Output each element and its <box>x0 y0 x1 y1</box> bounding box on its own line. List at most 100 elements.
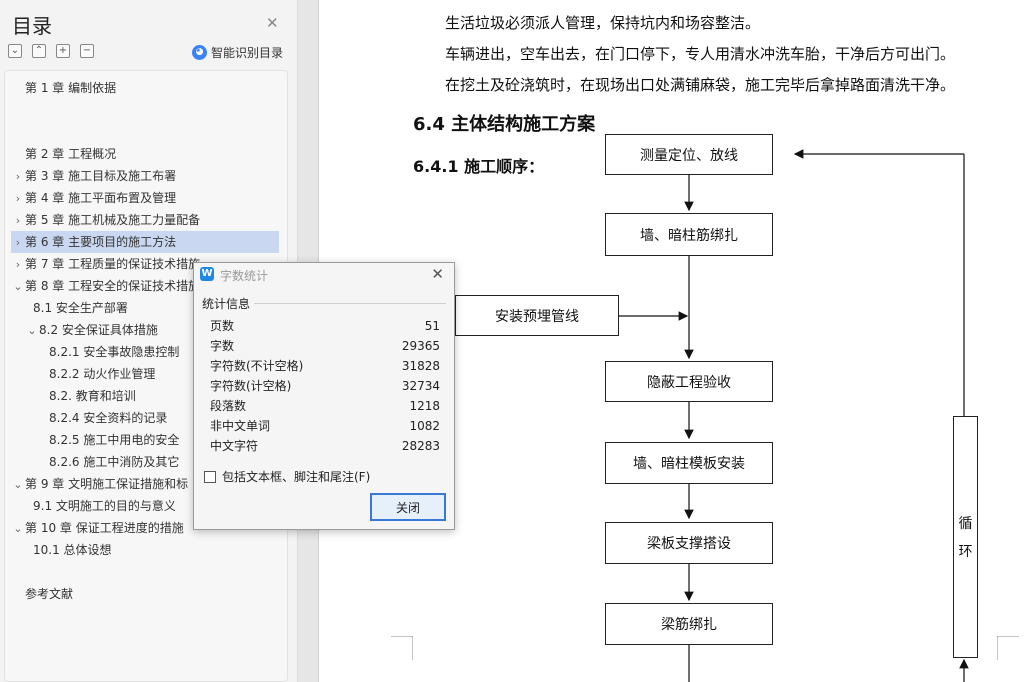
loop-char: 循 <box>958 516 973 532</box>
toc-item-label: 第 7 章 工程质量的保证技术措施 <box>25 257 201 271</box>
dialog-title: 字数统计 <box>220 269 269 283</box>
section-heading: 6.4 主体结构施工方案 <box>413 114 596 135</box>
add-heading-icon[interactable]: + <box>56 44 70 58</box>
stat-value: 1082 <box>409 419 440 433</box>
flow-step-box: 墙、暗柱模板安装 <box>605 442 773 484</box>
dialog-titlebar[interactable]: W 字数统计 ✕ <box>194 263 454 287</box>
stat-row: 非中文单词 1082 <box>210 416 440 436</box>
toc-item-label: 10.1 总体设想 <box>33 543 112 557</box>
toc-item[interactable]: 8.2.5 施工中用电的安全 <box>11 429 279 451</box>
chevron-down-icon[interactable]: ⌄ <box>13 522 23 535</box>
sidebar-close-icon[interactable]: ✕ <box>266 14 279 32</box>
flowchart-connectors <box>619 149 969 682</box>
toc-item[interactable]: 参考文献 <box>11 583 279 605</box>
remove-heading-icon[interactable]: − <box>80 44 94 58</box>
toc-item[interactable]: › 第 7 章 工程质量的保证技术措施 <box>11 253 279 275</box>
checkbox-label: 包括文本框、脚注和尾注(F) <box>222 470 371 484</box>
chevron-down-icon[interactable]: ⌄ <box>13 280 23 293</box>
chevron-right-icon[interactable]: › <box>15 192 21 205</box>
toc-item[interactable]: 8.2.4 安全资料的记录 <box>11 407 279 429</box>
stat-label: 段落数 <box>210 399 247 413</box>
sidebar-title: 目录 <box>12 14 52 38</box>
toc-item[interactable]: 8.2. 教育和培训 <box>11 385 279 407</box>
stat-label: 非中文单词 <box>210 419 271 433</box>
toc-item[interactable]: › 第 3 章 施工目标及施工布署 <box>11 165 279 187</box>
body-paragraph: 生活垃圾必须派人管理，保持坑内和场容整洁。 <box>445 14 761 32</box>
chevron-down-icon[interactable]: ⌄ <box>27 324 37 337</box>
toc-item-label: 8.2. 教育和培训 <box>49 389 136 403</box>
body-paragraph: 车辆进出，空车出去，在门口停下，专人用清水冲洗车胎，干净后方可出门。 <box>445 45 956 63</box>
stat-label: 字符数(不计空格) <box>210 359 304 373</box>
toc-item[interactable]: 第 1 章 编制依据 <box>11 77 279 99</box>
toc-item[interactable]: 8.2.2 动火作业管理 <box>11 363 279 385</box>
toc-item-label: 8.2.6 施工中消防及其它 <box>49 455 180 469</box>
toc-item[interactable]: 8.1 安全生产部署 <box>11 297 279 319</box>
stat-row: 页数 51 <box>210 316 440 336</box>
toc-item-label: 8.2.2 动火作业管理 <box>49 367 156 381</box>
toc-item-label: 8.2.5 施工中用电的安全 <box>49 433 180 447</box>
flow-loop-box: 循 环 <box>953 416 978 658</box>
flow-step-box: 墙、暗柱筋绑扎 <box>605 213 773 256</box>
toc-item-label: 第 2 章 工程概况 <box>25 147 117 161</box>
stat-value: 51 <box>424 319 440 333</box>
chevron-down-icon[interactable]: ⌄ <box>13 478 23 491</box>
toc-item-label: 第 10 章 保证工程进度的措施 <box>25 521 184 535</box>
toc-item-label: 第 8 章 工程安全的保证技术措施 <box>25 279 201 293</box>
stat-value: 29365 <box>401 339 440 353</box>
toc-item-label: 第 6 章 主要项目的施工方法 <box>25 235 177 249</box>
toc-item[interactable]: 8.2.6 施工中消防及其它 <box>11 451 279 473</box>
smart-toc-label: 智能识别目录 <box>211 46 284 60</box>
dialog-close-icon[interactable]: ✕ <box>431 265 444 283</box>
expand-all-icon[interactable]: ⌃ <box>32 44 46 58</box>
toc-item-label: 8.2.4 安全资料的记录 <box>49 411 168 425</box>
smart-toc-button[interactable]: ◕ 智能识别目录 <box>192 44 283 61</box>
flow-step-box: 隐蔽工程验收 <box>605 361 773 402</box>
chevron-right-icon[interactable]: › <box>15 258 21 271</box>
stat-value: 31828 <box>401 359 440 373</box>
toc-item[interactable]: 8.2.1 安全事故隐患控制 <box>11 341 279 363</box>
chevron-right-icon[interactable]: › <box>15 214 21 227</box>
toc-item-label: 8.2 安全保证具体措施 <box>39 323 158 337</box>
toc-item-label: 第 3 章 施工目标及施工布署 <box>25 169 177 183</box>
toc-item[interactable]: 9.1 文明施工的目的与意义 <box>11 495 279 517</box>
toc-item[interactable]: ⌄第 8 章 工程安全的保证技术措施 <box>11 275 279 297</box>
checkbox-box[interactable] <box>204 470 216 483</box>
toc-item[interactable]: 10.1 总体设想 <box>11 539 279 561</box>
toc-item[interactable]: ⌄第 10 章 保证工程进度的措施 <box>11 517 279 539</box>
toc-item-label: 第 4 章 施工平面布置及管理 <box>25 191 177 205</box>
stat-label: 字数 <box>210 339 235 353</box>
toc-item-label: 8.2.1 安全事故隐患控制 <box>49 345 180 359</box>
toc-item-label: 第 1 章 编制依据 <box>25 81 117 95</box>
collapse-all-icon[interactable]: ⌄ <box>8 44 22 58</box>
toc-item-active[interactable]: › 第 6 章 主要项目的施工方法 <box>11 231 279 253</box>
toc-item-label: 参考文献 <box>25 587 74 601</box>
section-divider <box>254 303 446 304</box>
stat-value: 28283 <box>401 439 440 453</box>
toc-item-label: 8.1 安全生产部署 <box>33 301 128 315</box>
flow-side-box: 安装预埋管线 <box>455 295 619 336</box>
close-button[interactable]: 关闭 <box>370 493 446 521</box>
subsection-heading: 6.4.1 施工顺序： <box>413 157 545 176</box>
toc-item[interactable]: ⌄8.2 安全保证具体措施 <box>11 319 279 341</box>
flow-step-box: 测量定位、放线 <box>605 134 773 175</box>
robot-icon: ◕ <box>192 45 207 60</box>
flow-step-box: 梁筋绑扎 <box>605 603 773 645</box>
chevron-right-icon[interactable]: › <box>15 236 21 249</box>
toc-item-label: 第 9 章 文明施工保证措施和标 <box>25 477 189 491</box>
include-textbox-checkbox[interactable]: 包括文本框、脚注和尾注(F) <box>204 468 370 485</box>
stat-label: 页数 <box>210 319 235 333</box>
toc-item[interactable]: 第 2 章 工程概况 <box>11 143 279 165</box>
toc-item[interactable]: ⌄第 9 章 文明施工保证措施和标 <box>11 473 279 495</box>
stat-row: 字符数(不计空格) 31828 <box>210 356 440 376</box>
toc-item[interactable]: › 第 4 章 施工平面布置及管理 <box>11 187 279 209</box>
toc-item[interactable]: ›第 5 章 施工机械及施工力量配备 <box>11 209 279 231</box>
stat-row: 字数 29365 <box>210 336 440 356</box>
chevron-right-icon[interactable]: › <box>15 170 21 183</box>
body-paragraph: 在挖土及砼浇筑时，在现场出口处满铺麻袋，施工完毕后拿掉路面清洗干净。 <box>445 76 956 94</box>
stat-row: 字符数(计空格)32734 <box>210 376 440 396</box>
loop-char: 环 <box>958 544 973 560</box>
toc-item-label: 9.1 文明施工的目的与意义 <box>33 499 176 513</box>
